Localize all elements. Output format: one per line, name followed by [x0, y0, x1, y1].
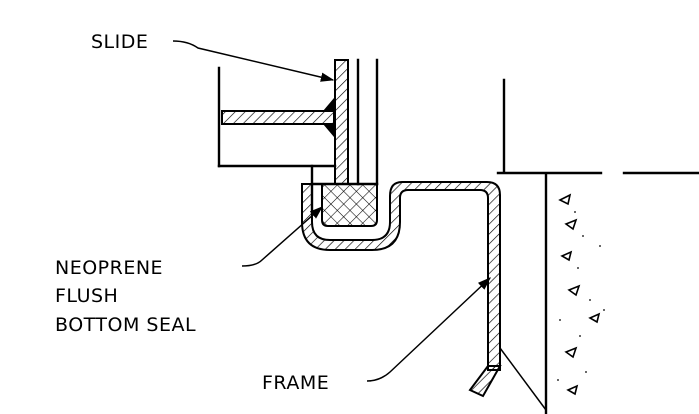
label-frame: FRAME	[262, 372, 329, 394]
label-seal-line-3: BOTTOM SEAL	[55, 314, 196, 336]
neoprene-seal	[301, 181, 502, 398]
leader-lines	[172, 40, 547, 411]
label-seal-line-2: FLUSH	[55, 285, 118, 307]
label-slide: SLIDE	[91, 31, 148, 53]
label-seal-line-1: NEOPRENE	[55, 257, 163, 279]
concrete-wall	[496, 78, 699, 414]
